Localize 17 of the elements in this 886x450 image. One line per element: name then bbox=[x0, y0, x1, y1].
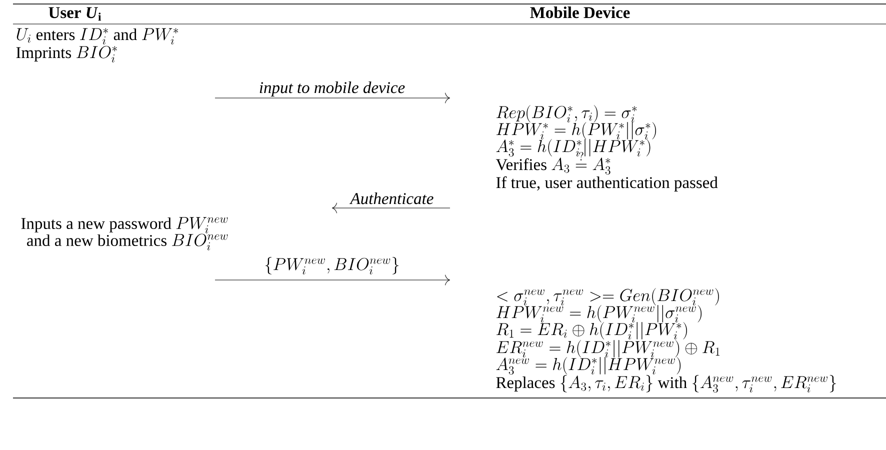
step-text: $\begin{array}{r}\text{Inputs a new password } PW_i^{new}\\ \text{and a new biometrics } BIO_i^{new}\end{array}$ bbox=[21, 217, 228, 250]
step-text: $\text{Replaces } \{A_3, \tau_i, ER_i\} \text{ with } \{A_3^{new}, \tau_i^{new}, ER_i^{new}\}$ bbox=[496, 375, 836, 393]
step-text: $R_1 = ER_i \oplus h(ID_i^*||PW_i^*)$ bbox=[496, 322, 687, 340]
step-text: $A_3^{new} = h(ID_i^*||HPW_i^{new})$ bbox=[496, 357, 681, 375]
column-header: Mobile Device bbox=[530, 6, 630, 18]
step-text: $Rep(BIO_i^*, \tau_i) = \sigma_i^*$ bbox=[496, 105, 637, 122]
message-label: $\{PW_i^{new}, BIO_i^{new}\}$ bbox=[264, 256, 400, 275]
step-text: $\text{Imprints } BIO_i^*$ bbox=[16, 46, 117, 62]
message-label: $\textit{Authenticate}$ bbox=[349, 192, 434, 205]
message-label: $\textit{input to mobile device}$ bbox=[258, 81, 406, 98]
step-text: $ER_i^{new} = h(ID_i^*||PW_i^{new}) \oplus R_1$ bbox=[496, 340, 720, 358]
column-header: User U$_{i}$ bbox=[48, 7, 102, 21]
step-text: $\text{If true, user authentication passed}$ bbox=[496, 176, 718, 192]
step-text: $HPW_i^{new} = h(PW_i^{new}||\sigma_i^{new})$ bbox=[496, 305, 702, 322]
step-text: $HPW_i^* = h(PW_i^*||\sigma_i^*)$ bbox=[496, 122, 656, 140]
step-text: $< \sigma_i^{new}, \tau_i^{new} >= Gen(BIO_i^{new})$ bbox=[497, 288, 719, 306]
step-text: $U_i \text{ enters } ID_i^* \text{ and } PW_i^*$ bbox=[16, 28, 178, 44]
